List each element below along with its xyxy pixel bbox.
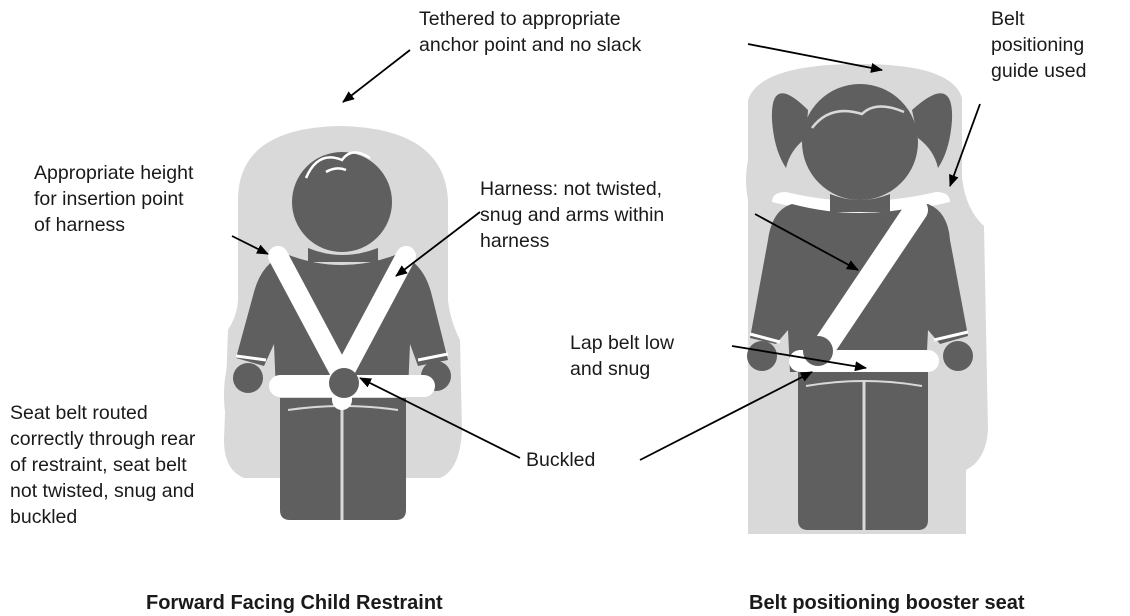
- booster-seat-figure: [746, 64, 988, 534]
- label-seat-belt-routing: Seat belt routed correctly through rear …: [10, 400, 195, 530]
- label-harness-height: Appropriate height for insertion point o…: [34, 160, 193, 238]
- child-head: [802, 84, 918, 200]
- label-buckled: Buckled: [526, 447, 595, 473]
- label-harness: Harness: not twisted, snug and arms with…: [480, 176, 664, 254]
- harness-buckle: [329, 368, 359, 398]
- caption-booster-seat: Belt positioning booster seat: [749, 590, 1025, 616]
- forward-facing-restraint-figure: [224, 126, 462, 520]
- child-left-hand: [747, 341, 777, 371]
- child-left-hand: [233, 363, 263, 393]
- label-lap-belt: Lap belt low and snug: [570, 330, 674, 382]
- arrow-tether-right: [748, 44, 882, 70]
- caption-forward-facing: Forward Facing Child Restraint: [146, 590, 443, 616]
- child-right-hand: [943, 341, 973, 371]
- label-tethered: Tethered to appropriate anchor point and…: [419, 6, 641, 58]
- arrow-tether-left: [343, 50, 410, 102]
- label-belt-guide: Belt positioning guide used: [991, 6, 1086, 84]
- child-head: [292, 152, 392, 252]
